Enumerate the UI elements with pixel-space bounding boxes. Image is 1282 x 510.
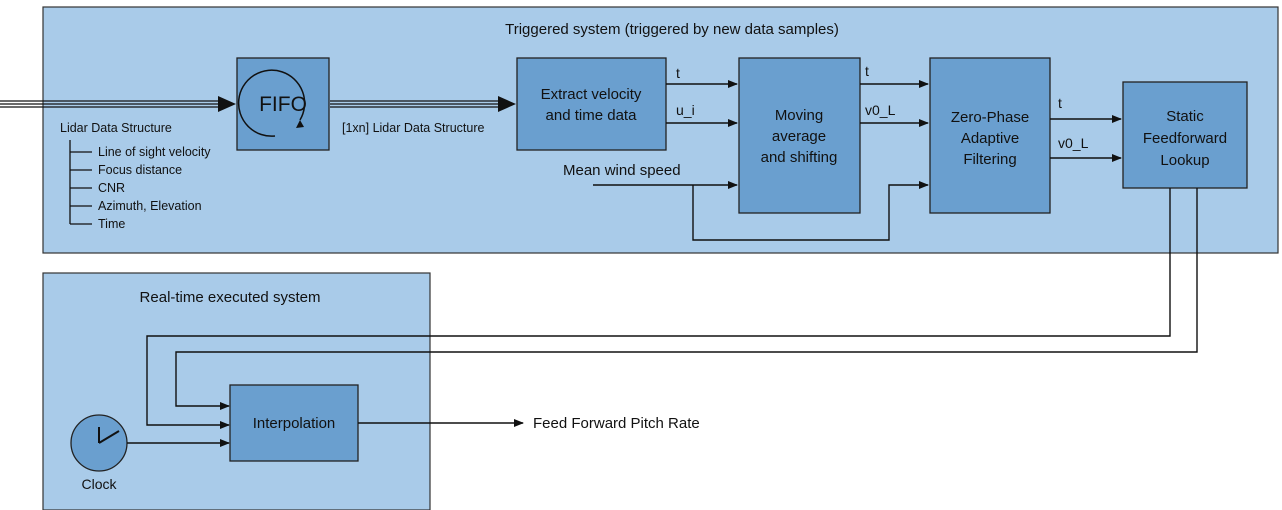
lidar-structure-title: Lidar Data Structure [60,121,172,135]
extract-label-line1: Extract velocity [541,86,642,103]
realtime-system-title: Real-time executed system [140,289,321,306]
lidar-input-arrow [0,96,236,112]
lidar-item: Line of sight velocity [98,145,211,159]
mean-wind-bypass-arrow [692,181,929,241]
interpolation-label: Interpolation [253,415,336,432]
lidar-item: Time [98,217,125,231]
signal-ui-label: u_i [676,102,695,118]
triggered-system-title: Triggered system (triggered by new data … [505,21,839,38]
moving-label-line3: and shifting [761,149,838,166]
zerophase-label-line1: Zero-Phase [951,109,1029,126]
zero-phase-filter-block [929,57,1051,214]
fifo-block [236,57,330,151]
clock-label: Clock [81,476,117,492]
zerophase-label-line3: Filtering [963,151,1016,168]
static-to-interpolation-wire-2 [175,188,1198,410]
static-label-line3: Lookup [1160,152,1209,169]
interpolation-block [229,384,359,462]
extract-label-line2: and time data [546,107,638,124]
lidar-item: Focus distance [98,163,182,177]
clock-hand-minute [98,430,120,444]
zerophase-label-line2: Adaptive [961,130,1019,147]
static-label-line1: Static [1166,108,1204,125]
feed-forward-pitch-rate-label: Feed Forward Pitch Rate [533,415,700,432]
signal-v0l-label: v0_L [1058,135,1089,151]
signal-v0l-label: v0_L [865,102,896,118]
static-feedforward-block [1122,81,1248,189]
signal-t-label: t [676,65,680,81]
signal-t-label: t [865,63,869,79]
static-to-interpolation-wire-1 [146,188,1171,429]
extract-block [516,57,667,151]
mean-wind-speed-label: Mean wind speed [563,162,681,179]
lidar-item: CNR [98,181,125,195]
moving-label-line2: average [772,128,826,145]
moving-average-block [738,57,861,214]
moving-label-line1: Moving [775,107,823,124]
signal-t-label: t [1058,95,1062,111]
fifo-cycle-icon [237,69,306,137]
lidar-item: Azimuth, Elevation [98,199,202,213]
static-label-line2: Feedforward [1143,130,1227,147]
fifo-label: FIFO [259,93,307,116]
lidar-structure-tree [69,140,92,225]
fifo-output-label: [1xn] Lidar Data Structure [342,121,484,135]
fifo-output-arrow [330,96,516,112]
